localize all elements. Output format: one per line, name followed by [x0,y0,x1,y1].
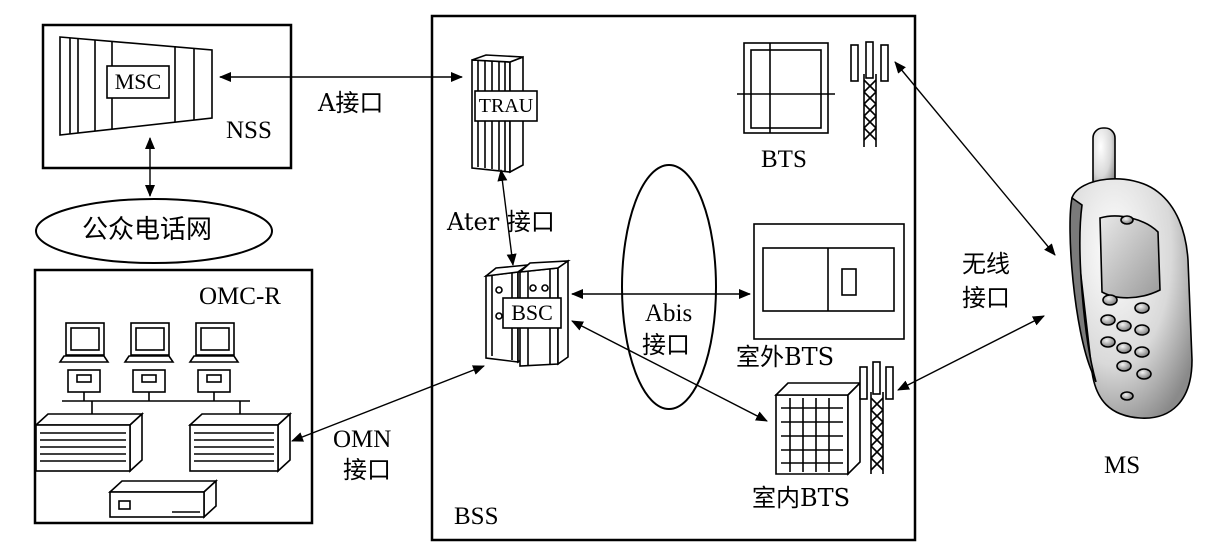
outdoor-bts-cabinet-icon [753,223,905,340]
ms-label: MS [1104,452,1141,479]
connection-lines [145,61,1056,442]
abis-interface-label-line1: Abis [645,300,693,327]
workstation-icon [123,322,175,393]
antenna-tower-icon [859,361,894,474]
omc-r-label: OMC-R [199,283,281,310]
omn-interface-line [291,365,485,442]
msc-label: MSC [114,69,162,94]
omc-box [33,268,314,525]
bts-top-label: BTS [761,146,807,173]
indoor-bts-label: 室内BTS [752,484,851,512]
workstation-icons [58,322,240,393]
a-interface-label: A接口 [318,89,384,117]
ater-interface-label: Ater 接口 [447,208,555,236]
bts-cabinet-icon [737,42,835,134]
air-interface-line-top [894,61,1056,256]
printer-icon [107,479,219,519]
abis-interface-label-line2: 接口 [642,331,690,359]
pstn-cloud [35,198,273,264]
air-interface-label-line1: 无线 [962,250,1010,278]
bss-label: BSS [454,503,499,530]
server-icon [187,412,293,473]
antenna-tower-icon [850,41,889,147]
bsc-indoor-bts-line [571,320,768,422]
bsc-label: BSC [511,300,553,325]
omn-interface-label-line1: OMN [333,426,392,453]
indoor-bts-rack-icon [774,381,862,476]
ater-interface-line [497,169,517,266]
nss-label: NSS [226,117,272,144]
air-interface-label-line2: 接口 [962,284,1010,312]
mobile-phone-icon [1069,127,1193,419]
outdoor-bts-label: 室外BTS [736,343,835,371]
workstation-icon [58,322,110,393]
server-icon [33,412,145,473]
workstation-icon [188,322,240,393]
lan-bus [62,392,250,414]
msc-label-box [106,65,170,99]
trau-label: TRAU [478,95,534,117]
bsc-label-box [502,297,562,329]
air-interface-line-bottom [897,315,1045,391]
trau-label-box [474,90,538,122]
pstn-label: 公众电话网 [82,215,213,245]
omn-interface-label-line2: 接口 [343,456,391,484]
